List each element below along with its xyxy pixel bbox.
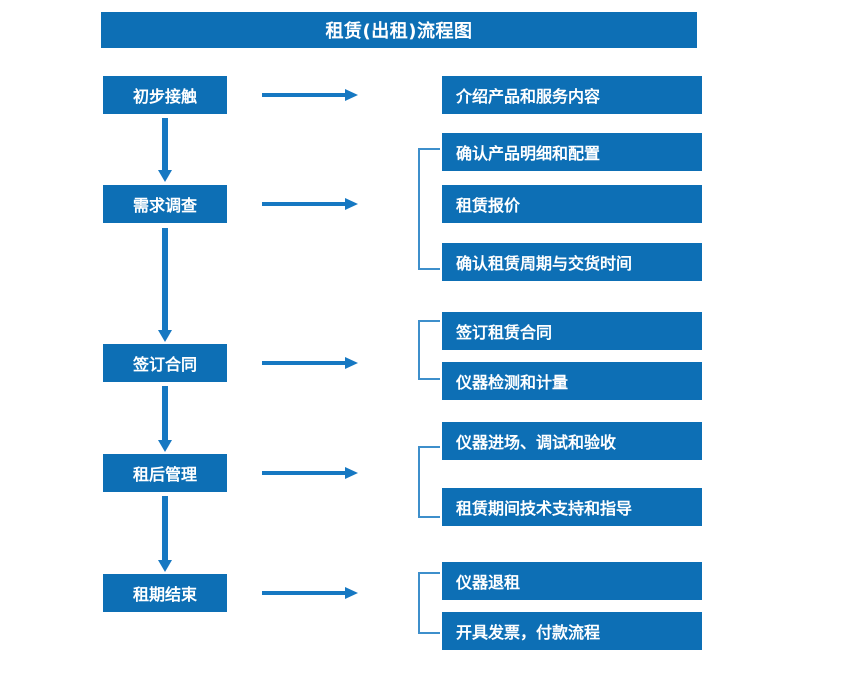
arrow-shaft [262,202,346,206]
vertical-arrow-3 [158,386,172,452]
horizontal-arrow-2 [262,198,358,210]
arrow-head [345,467,358,479]
arrow-shaft [262,591,346,595]
stage-box-4[interactable]: 租后管理 [103,454,227,492]
detail-box-8[interactable]: 租赁期间技术支持和指导 [442,488,702,526]
group-bracket-3 [418,320,440,380]
arrow-shaft [162,386,168,440]
stage-box-1[interactable]: 初步接触 [103,76,227,114]
group-bracket-2 [418,148,440,270]
vertical-arrow-4 [158,496,172,572]
arrow-head [345,357,358,369]
stage-box-5[interactable]: 租期结束 [103,574,227,612]
arrow-shaft [162,496,168,560]
page-title: 租赁(出租)流程图 [101,12,697,48]
stage-box-2[interactable]: 需求调查 [103,185,227,223]
group-bracket-4 [418,446,440,518]
detail-box-5[interactable]: 签订租赁合同 [442,312,702,350]
detail-box-1[interactable]: 介绍产品和服务内容 [442,76,702,114]
detail-box-9[interactable]: 仪器退租 [442,562,702,600]
horizontal-arrow-1 [262,89,358,101]
arrow-shaft [262,361,346,365]
arrow-head [345,89,358,101]
horizontal-arrow-3 [262,357,358,369]
detail-box-3[interactable]: 租赁报价 [442,185,702,223]
detail-box-7[interactable]: 仪器进场、调试和验收 [442,422,702,460]
arrow-head [158,170,172,182]
arrow-head [345,587,358,599]
vertical-arrow-1 [158,118,172,182]
detail-box-6[interactable]: 仪器检测和计量 [442,362,702,400]
horizontal-arrow-4 [262,467,358,479]
arrow-head [158,330,172,342]
arrow-head [158,560,172,572]
vertical-arrow-2 [158,228,172,342]
stage-box-3[interactable]: 签订合同 [103,344,227,382]
group-bracket-5 [418,572,440,634]
arrow-head [158,440,172,452]
arrow-shaft [262,471,346,475]
horizontal-arrow-5 [262,587,358,599]
arrow-shaft [262,93,346,97]
arrow-shaft [162,228,168,330]
detail-box-4[interactable]: 确认租赁周期与交货时间 [442,243,702,281]
detail-box-10[interactable]: 开具发票，付款流程 [442,612,702,650]
arrow-shaft [162,118,168,170]
arrow-head [345,198,358,210]
detail-box-2[interactable]: 确认产品明细和配置 [442,133,702,171]
